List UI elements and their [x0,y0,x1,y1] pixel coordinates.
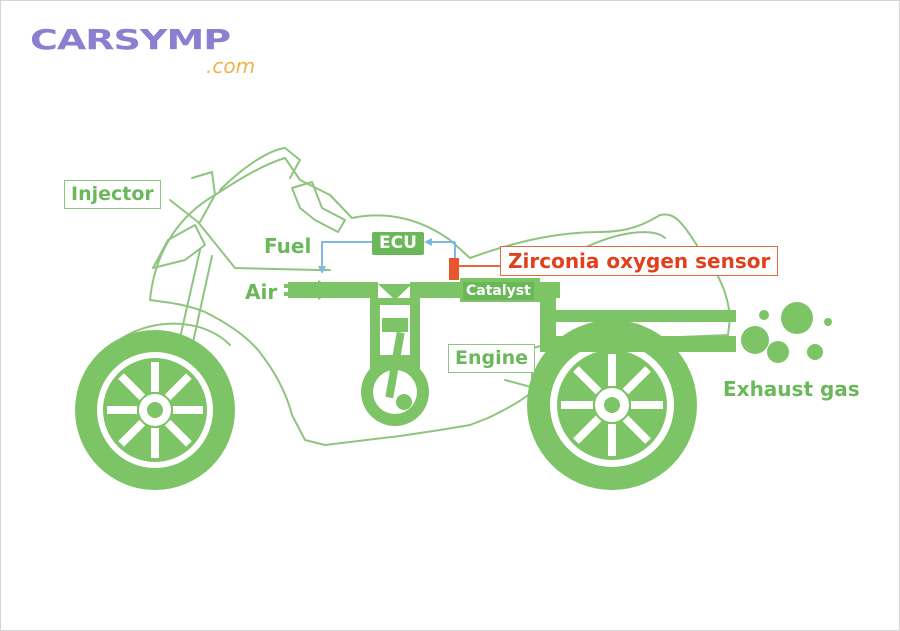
ecu-label: ECU [372,232,424,255]
logo-domain: .com [206,54,256,78]
upper-exhaust-pipe [556,310,736,322]
crankcase [361,331,429,426]
exhaust-gas-label: Exhaust gas [723,377,860,401]
lower-exhaust-pipe [540,336,736,352]
engine-label: Engine [448,344,536,373]
logo-wordmark: CARSYMP [30,23,231,56]
exhaust-gas-puffs [741,302,832,363]
air-label: Air [245,280,278,304]
rear-cowl [579,231,666,251]
headlight [152,224,206,269]
fuel-label: Fuel [264,234,312,258]
rear-wheel [527,320,697,490]
seat [291,181,346,233]
front-wheel [75,330,235,490]
windscreen [219,147,301,191]
carsymp-logo: CARSYMP .com [30,26,290,86]
injector-label: Injector [64,180,161,209]
air-arrows [284,280,328,300]
catalyst-label: Catalyst [463,282,534,300]
ecu-signal-lines [321,241,456,268]
oxygen-sensor [449,258,500,280]
mirror [191,171,216,223]
motorcycle-body-outline [149,157,731,446]
down-pipe [540,282,556,344]
zirconia-oxygen-sensor-label: Zirconia oxygen sensor [500,246,779,276]
